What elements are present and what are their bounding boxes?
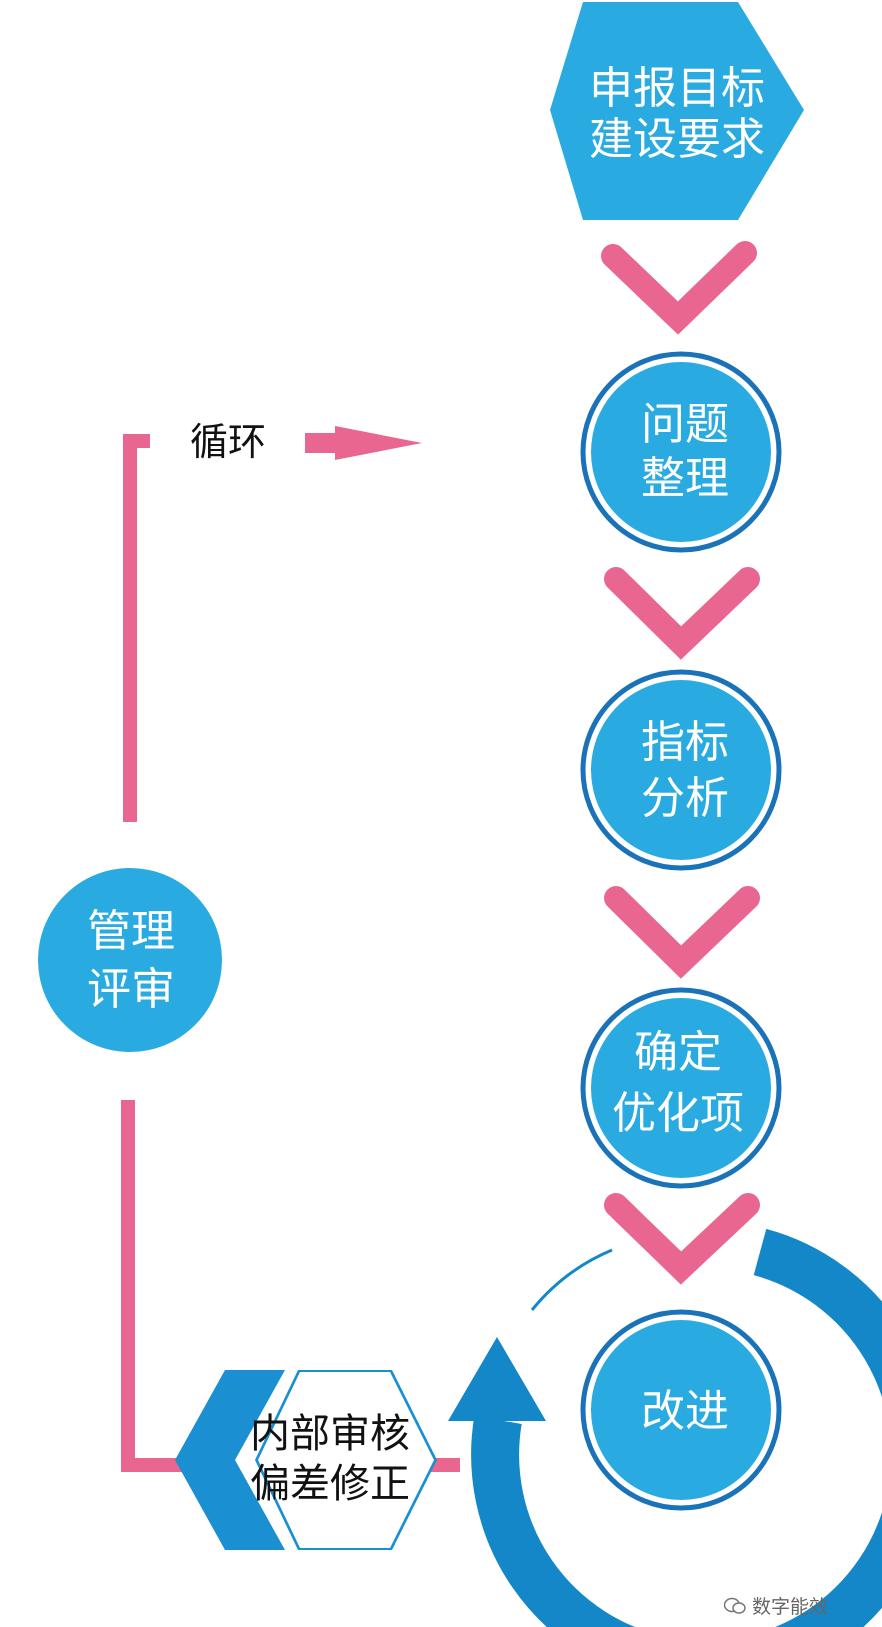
review-line1: 管理 xyxy=(87,906,175,957)
loop-label: 循环 xyxy=(190,420,266,464)
audit-line2: 偏差修正 xyxy=(250,1461,410,1507)
step3-line2: 优化项 xyxy=(612,1088,744,1139)
cycle-arrow-head xyxy=(448,1337,546,1421)
step1-line1: 问题 xyxy=(641,399,729,450)
review-node: 管理 评审 xyxy=(38,868,222,1052)
chevron-down-icon xyxy=(601,241,757,335)
loop-line-top xyxy=(123,434,150,822)
watermark-text: 数字能效 xyxy=(752,1596,829,1618)
chevron-down-icon xyxy=(604,1193,760,1285)
step3-line1: 确定 xyxy=(634,1027,722,1078)
step-node-optimize: 确定 优化项 xyxy=(580,987,782,1189)
step-node-indicator: 指标 分析 xyxy=(580,669,782,871)
cycle-arc-thick xyxy=(471,1228,882,1627)
step1-line2: 整理 xyxy=(641,453,729,504)
chevron-down-icon xyxy=(604,886,760,979)
step2-line2: 分析 xyxy=(641,773,729,824)
start-node-line2: 建设要求 xyxy=(589,114,765,165)
start-node-line1: 申报目标 xyxy=(589,63,765,114)
cycle-arc-thin xyxy=(530,1248,613,1311)
loop-line-bottom xyxy=(121,1100,185,1472)
chevron-down-icon xyxy=(604,567,760,660)
step4-line1: 改进 xyxy=(641,1386,729,1437)
loop-arrow xyxy=(305,426,422,460)
audit-line1: 内部审核 xyxy=(250,1411,410,1457)
chat-bubble-icon xyxy=(723,1597,746,1615)
step-node-problem: 问题 整理 xyxy=(580,351,782,553)
step-node-improve: 改进 xyxy=(580,1309,782,1511)
start-node: 申报目标 建设要求 xyxy=(550,2,804,220)
step2-line1: 指标 xyxy=(641,717,729,768)
watermark: 数字能效 xyxy=(723,1592,829,1619)
audit-node: 内部审核 偏差修正 xyxy=(175,1370,437,1550)
review-line2: 评审 xyxy=(87,964,175,1015)
